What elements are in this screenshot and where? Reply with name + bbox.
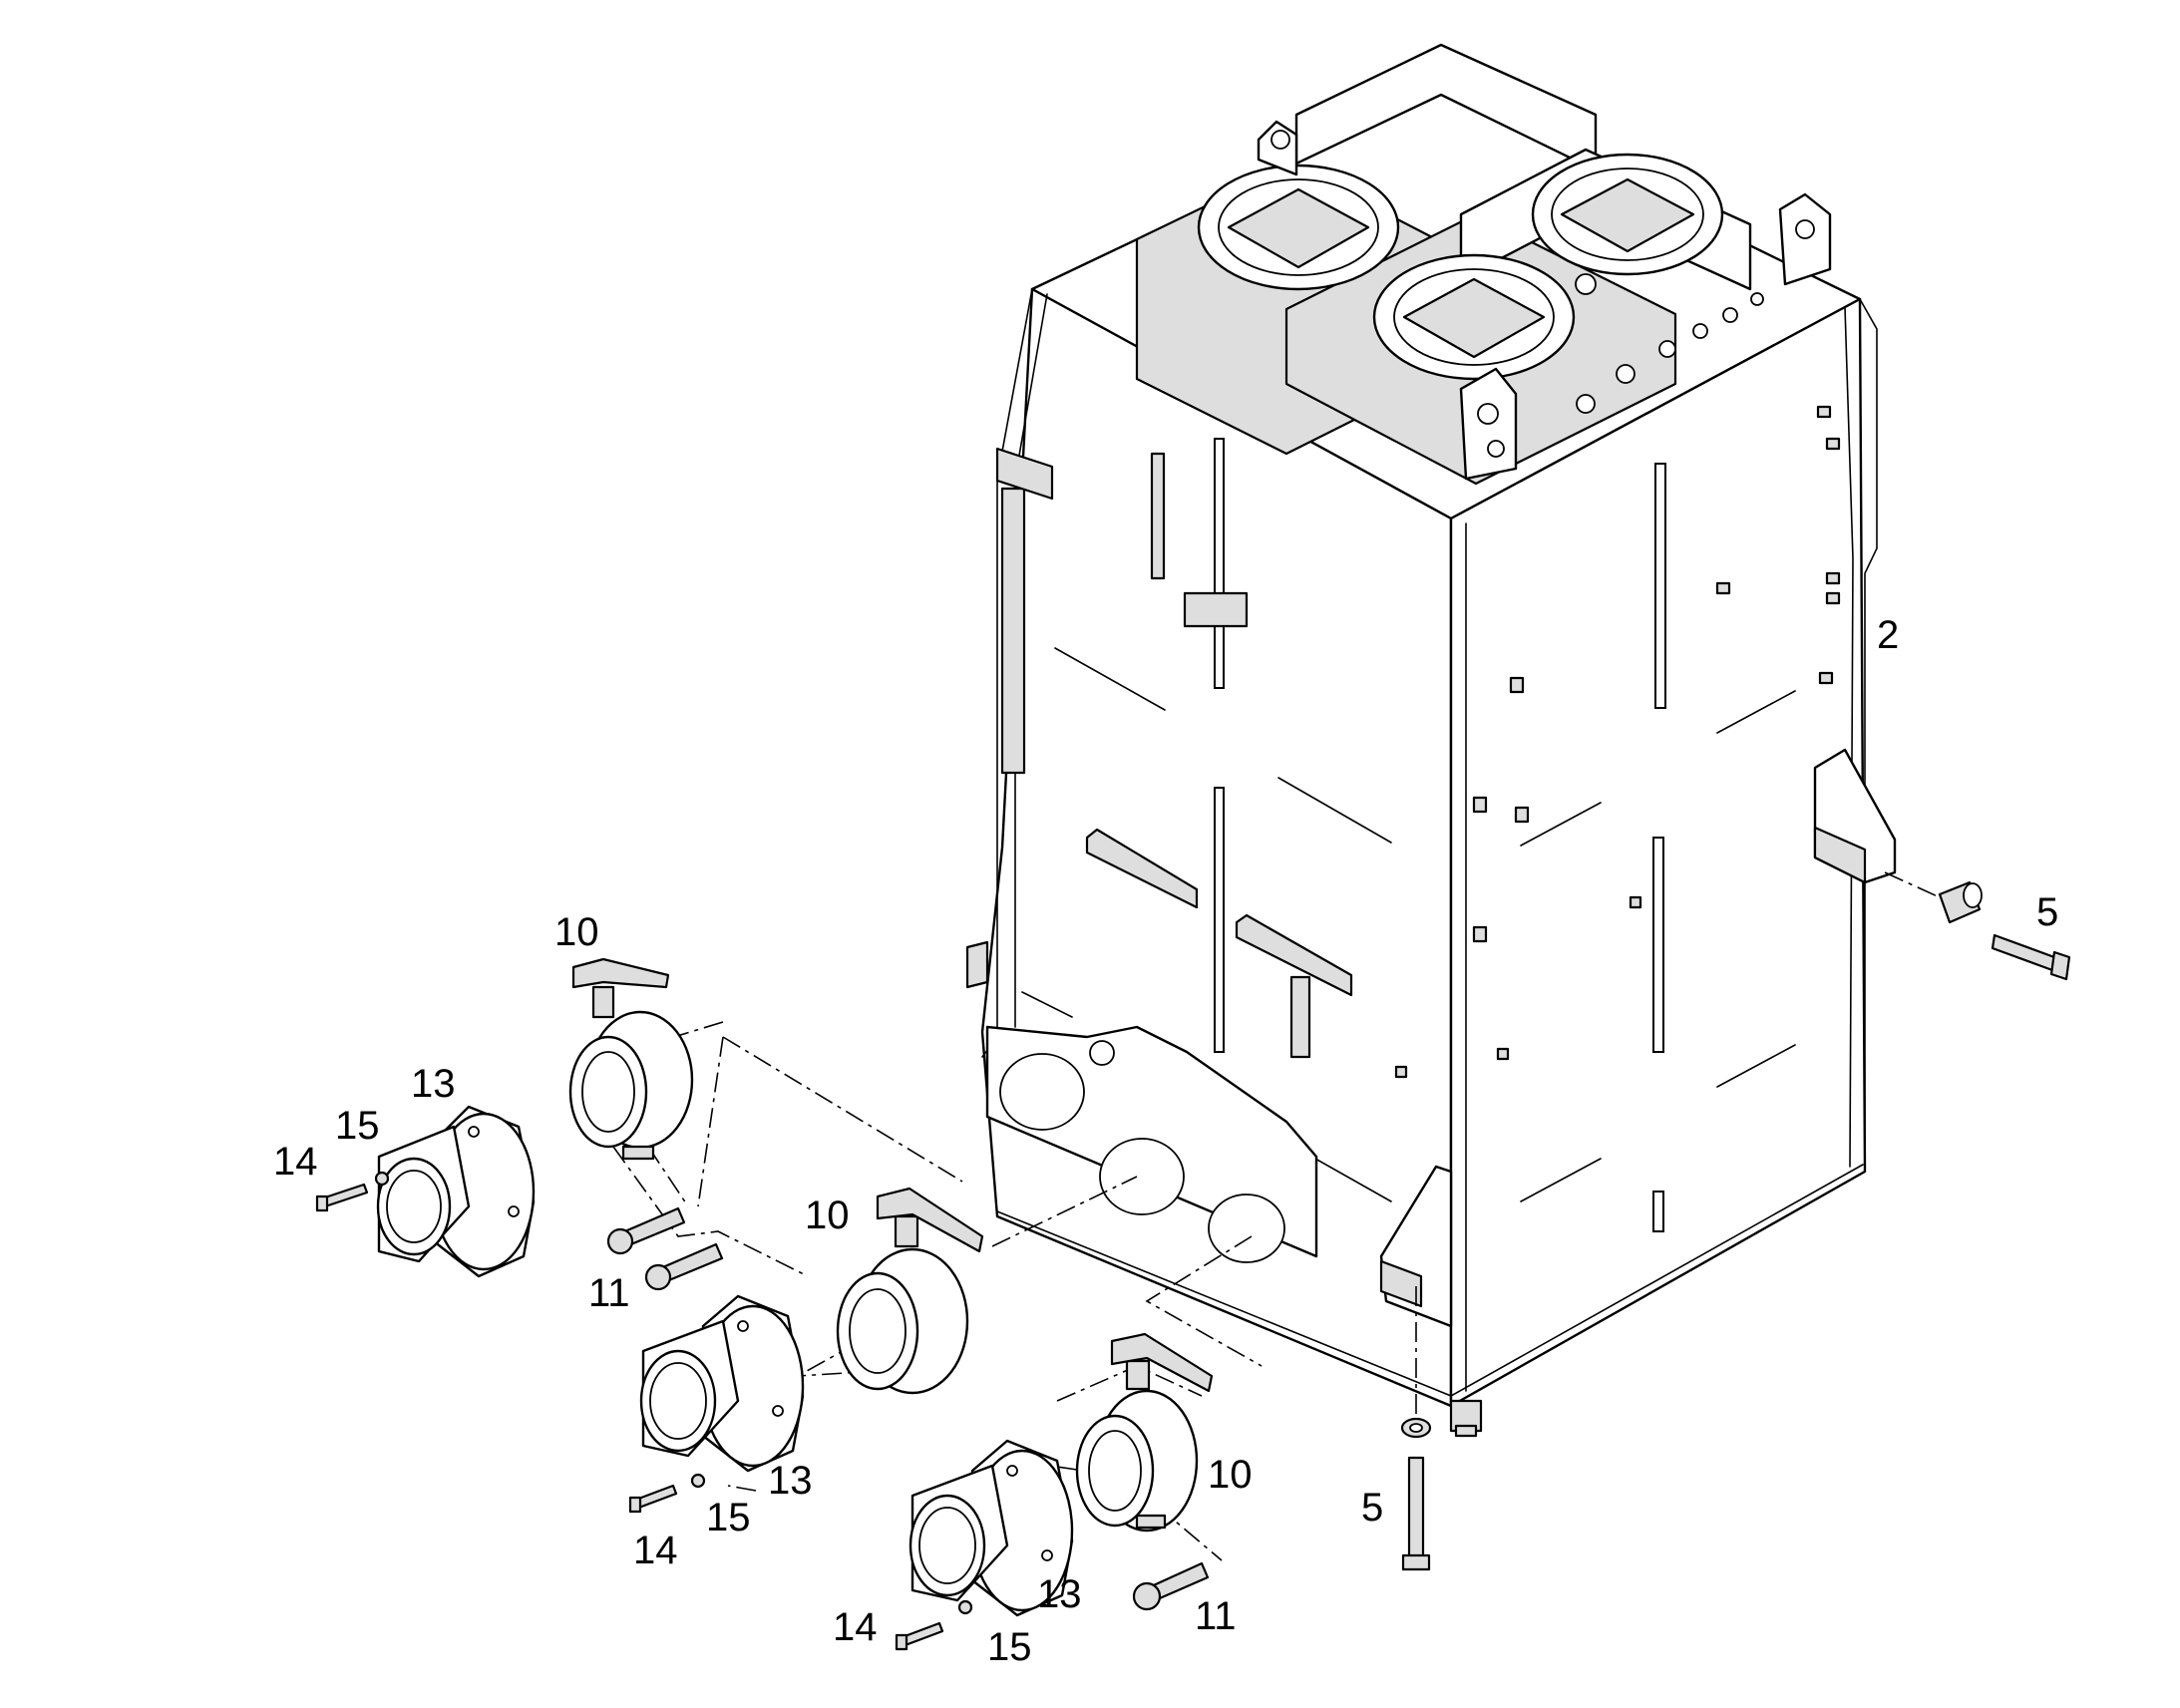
callout-15: 15: [335, 1104, 380, 1148]
callout-15: 15: [987, 1625, 1032, 1669]
valve-assembly-lower: [895, 1332, 1214, 1651]
callout-10: 10: [805, 1194, 850, 1237]
callout-13: 13: [1037, 1572, 1082, 1616]
callout-14: 14: [633, 1529, 678, 1572]
housing-body: [965, 43, 1897, 1438]
screw-11-upper: [606, 1206, 724, 1291]
washer-and-bolt-bottom: [1400, 1417, 1432, 1571]
washer-15-lower: [957, 1599, 973, 1615]
callout-15: 15: [706, 1496, 751, 1539]
valve-assembly-middle: [628, 1187, 984, 1514]
bolt-14-middle: [628, 1484, 678, 1514]
callout-11: 11: [588, 1271, 630, 1315]
callout-5: 5: [2036, 890, 2058, 934]
callout-14: 14: [833, 1605, 878, 1649]
spacer-and-bolt-right: [1938, 880, 2071, 981]
callout-13: 13: [768, 1459, 813, 1503]
bolt-14-lower: [895, 1621, 944, 1651]
callout-5: 5: [1361, 1486, 1383, 1530]
valve-assembly-upper: [315, 957, 724, 1291]
callout-10: 10: [554, 910, 599, 954]
callout-10: 10: [1208, 1453, 1253, 1497]
washer-15-upper: [374, 1171, 390, 1187]
callout-11: 11: [1195, 1594, 1237, 1638]
screw-11-lower: [1132, 1561, 1210, 1611]
callout-2: 2: [1877, 613, 1899, 657]
washer-15-middle: [690, 1473, 706, 1489]
callout-14: 14: [273, 1140, 318, 1184]
bolt-14-upper: [315, 1183, 369, 1212]
callout-13: 13: [411, 1062, 456, 1106]
